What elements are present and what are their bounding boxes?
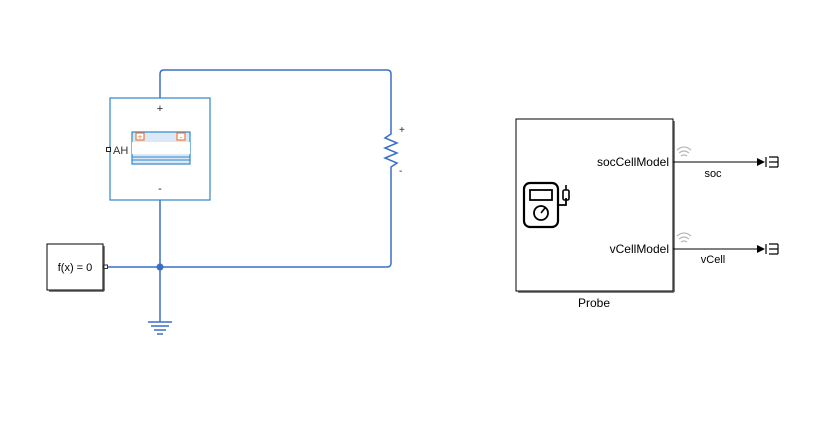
initial-condition-port[interactable] xyxy=(103,264,108,269)
resistor-icon xyxy=(383,130,399,172)
resistor-minus-label: - xyxy=(399,166,402,177)
battery-plus-label: + xyxy=(157,103,163,115)
wire-junction-node xyxy=(156,263,164,271)
probe-port-label-soc: socCellModel xyxy=(597,155,669,169)
physical-wires xyxy=(107,69,392,322)
probe-block-name[interactable]: Probe xyxy=(578,296,610,310)
signal-line-soc[interactable]: soc xyxy=(673,158,765,180)
arrowhead-icon xyxy=(757,158,765,166)
battery-ah-port-label: AH xyxy=(113,145,128,157)
arrowhead-icon xyxy=(757,245,765,253)
battery-ah-port[interactable] xyxy=(106,147,111,152)
initial-condition-frame xyxy=(46,243,104,291)
battery-minus-label: - xyxy=(158,183,162,195)
multimeter-icon xyxy=(522,181,570,229)
initial-condition-label: f(x) = 0 xyxy=(58,262,93,274)
battery-cell-minus-terminal xyxy=(176,132,186,141)
resistor-plus-label: + xyxy=(399,125,405,136)
terminator-icon[interactable] xyxy=(765,156,779,168)
probe-block[interactable]: socCellModel vCellModel Probe xyxy=(515,118,675,310)
signal-wireless-icon xyxy=(676,232,692,243)
probe-port-label-vcell: vCellModel xyxy=(610,242,669,256)
resistor-block[interactable]: + - xyxy=(383,125,405,177)
terminator-icon[interactable] xyxy=(765,243,779,255)
signal-line-vcell[interactable]: vCell xyxy=(673,245,765,266)
signal-label-soc[interactable]: soc xyxy=(704,168,722,180)
battery-block[interactable]: + - AH + - xyxy=(106,97,211,201)
wire-battery-plus-to-resistor[interactable] xyxy=(159,69,392,130)
signal-label-vcell[interactable]: vCell xyxy=(701,254,725,266)
wire-resistor-minus-to-node[interactable] xyxy=(160,172,392,268)
signal-wireless-icon xyxy=(676,146,692,157)
battery-cell-icon: + - xyxy=(131,131,191,165)
battery-cell-plus-symbol: + xyxy=(138,133,143,142)
electrical-ground-icon[interactable] xyxy=(148,321,172,335)
initial-condition-block[interactable]: f(x) = 0 xyxy=(46,243,108,292)
battery-cell-plus-terminal xyxy=(135,132,145,141)
battery-cell-minus-symbol: - xyxy=(180,133,183,142)
probe-block-frame xyxy=(515,118,674,292)
